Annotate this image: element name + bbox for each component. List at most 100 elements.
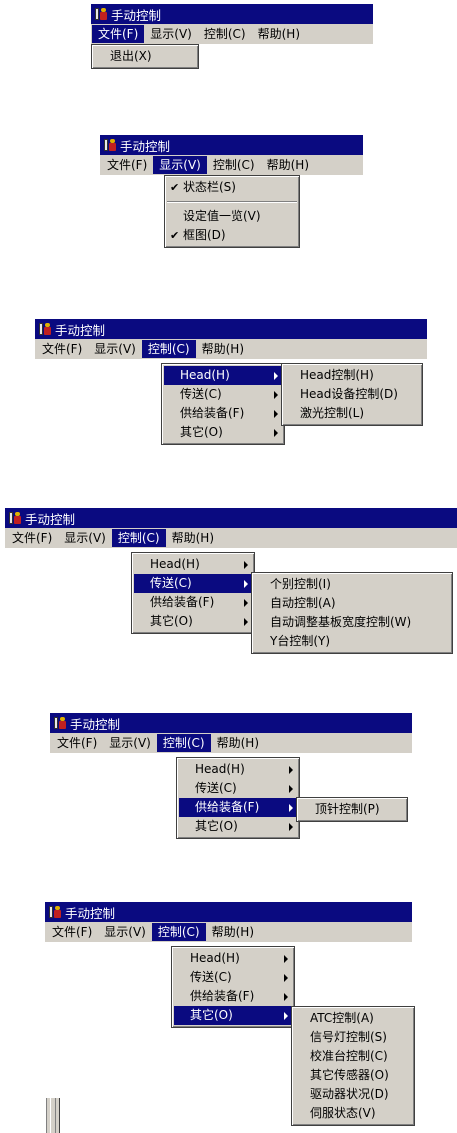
menu-item-label: 其它(O)	[195, 819, 238, 833]
menu-item-y-table-control[interactable]: Y台控制(Y)	[270, 634, 331, 648]
check-icon: ✔	[170, 229, 180, 242]
menu-item-signal-light-control[interactable]: 信号灯控制(S)	[310, 1030, 387, 1044]
menu-item-label: 其它(O)	[190, 1008, 233, 1022]
menu-item-settings-list[interactable]: 设定值一览(V)	[183, 209, 261, 223]
menu-file[interactable]: 文件(F)	[52, 925, 93, 939]
menu-bar: 文件(F) 显示(V) 控制(C) 帮助(H)	[91, 24, 373, 44]
menu-file[interactable]: 文件(F)	[12, 531, 53, 545]
menu-control[interactable]: 控制(C)	[203, 27, 246, 41]
menu-item-atc-control[interactable]: ATC控制(A)	[310, 1011, 374, 1025]
menu-item-label: 框图(D)	[183, 228, 226, 242]
feeder-submenu: 顶针控制(P)	[296, 797, 408, 822]
menu-item-head[interactable]: Head(H)	[179, 760, 297, 779]
menu-view[interactable]: 显示(V)	[153, 156, 207, 174]
menu-item-auto-control[interactable]: 自动控制(A)	[270, 596, 336, 610]
menu-help[interactable]: 帮助(H)	[201, 342, 244, 356]
menu-item-feeder[interactable]: 供给装备(F)	[164, 404, 282, 423]
menu-item-transfer[interactable]: 传送(C)	[179, 779, 297, 798]
title-bar: 手动控制	[91, 4, 373, 24]
menu-view[interactable]: 显示(V)	[109, 736, 151, 750]
menu-view[interactable]: 显示(V)	[104, 925, 146, 939]
menu-item-label: 传送(C)	[180, 387, 222, 401]
menu-item-head-device-control[interactable]: Head设备控制(D)	[300, 387, 398, 401]
menu-item-feeder[interactable]: 供给装备(F)	[134, 593, 252, 612]
panel-control-feeder: 手动控制 文件(F) 显示(V) 控制(C) 帮助(H) Head(H) 传送(…	[50, 713, 412, 839]
menu-item-calibration-control[interactable]: 校准台控制(C)	[310, 1049, 388, 1063]
menu-view[interactable]: 显示(V)	[94, 342, 136, 356]
menu-item-status-bar[interactable]: ✔ 状态栏(S)	[167, 178, 297, 197]
menu-item-auto-width-control[interactable]: 自动调整基板宽度控制(W)	[270, 615, 412, 629]
menu-item-transfer[interactable]: 传送(C)	[174, 968, 292, 987]
menu-item-label: 传送(C)	[195, 781, 237, 795]
menu-view[interactable]: 显示(V)	[150, 27, 192, 41]
menu-item-label: 状态栏(S)	[183, 180, 236, 194]
control-dropdown: Head(H) 传送(C) 供给装备(F) 其它(O)	[131, 552, 255, 634]
menu-item-label: 传送(C)	[150, 576, 192, 590]
menu-file[interactable]: 文件(F)	[42, 342, 83, 356]
submenu-arrow-icon	[289, 766, 293, 774]
menu-separator	[167, 201, 297, 203]
app-icon	[103, 138, 117, 152]
menu-item-label: Head(H)	[150, 557, 200, 571]
menu-item-other-sensor[interactable]: 其它传感器(O)	[310, 1068, 389, 1082]
menu-item-driver-status[interactable]: 驱动器状况(D)	[310, 1087, 389, 1101]
menu-item-transfer[interactable]: 传送(C)	[134, 574, 252, 593]
control-dropdown: Head(H) 传送(C) 供给装备(F) 其它(O)	[171, 946, 295, 1028]
menu-item-other[interactable]: 其它(O)	[164, 423, 282, 442]
window-frame-fragment	[46, 1098, 60, 1133]
submenu-arrow-icon	[274, 410, 278, 418]
menu-item-exit[interactable]: 退出(X)	[110, 49, 152, 63]
menu-item-other[interactable]: 其它(O)	[134, 612, 252, 631]
menu-control[interactable]: 控制(C)	[141, 340, 196, 358]
submenu-arrow-icon	[244, 618, 248, 626]
menu-item-other[interactable]: 其它(O)	[174, 1006, 292, 1025]
menu-item-label: Head(H)	[195, 762, 245, 776]
menu-control[interactable]: 控制(C)	[111, 529, 166, 547]
title-bar: 手动控制	[100, 135, 363, 155]
menu-item-label: 供给装备(F)	[190, 989, 255, 1003]
menu-item-other[interactable]: 其它(O)	[179, 817, 297, 836]
menu-item-label: Head(H)	[180, 368, 230, 382]
app-icon	[38, 322, 52, 336]
menu-control[interactable]: 控制(C)	[212, 158, 255, 172]
menu-help[interactable]: 帮助(H)	[266, 158, 309, 172]
app-icon	[8, 511, 22, 525]
menu-help[interactable]: 帮助(H)	[211, 925, 254, 939]
menu-control[interactable]: 控制(C)	[151, 923, 206, 941]
menu-item-individual-control[interactable]: 个别控制(I)	[270, 577, 331, 591]
menu-item-head[interactable]: Head(H)	[174, 949, 292, 968]
menu-file[interactable]: 文件(F)	[57, 736, 98, 750]
menu-bar: 文件(F) 显示(V) 控制(C) 帮助(H)	[5, 528, 457, 548]
menu-item-head-control[interactable]: Head控制(H)	[300, 368, 374, 382]
menu-file[interactable]: 文件(F)	[92, 25, 145, 43]
window-title: 手动控制	[25, 511, 76, 527]
menu-item-transfer[interactable]: 传送(C)	[164, 385, 282, 404]
menu-item-head[interactable]: Head(H)	[164, 366, 282, 385]
control-dropdown: Head(H) 传送(C) 供给装备(F) 其它(O)	[161, 363, 285, 445]
menu-help[interactable]: 帮助(H)	[257, 27, 300, 41]
submenu-arrow-icon	[274, 372, 278, 380]
panel-file-menu: 手动控制 文件(F) 显示(V) 控制(C) 帮助(H) 退出(X)	[91, 4, 373, 69]
title-bar: 手动控制	[35, 319, 427, 339]
menu-help[interactable]: 帮助(H)	[171, 531, 214, 545]
menu-item-servo-status[interactable]: 伺服状态(V)	[310, 1106, 376, 1120]
window-title: 手动控制	[111, 7, 162, 23]
menu-item-laser-control[interactable]: 激光控制(L)	[300, 406, 365, 420]
menu-item-ejector-pin-control[interactable]: 顶针控制(P)	[315, 802, 380, 816]
title-bar: 手动控制	[5, 508, 457, 528]
head-submenu: Head控制(H) Head设备控制(D) 激光控制(L)	[281, 363, 423, 426]
menu-file[interactable]: 文件(F)	[107, 158, 148, 172]
menu-item-frame-view[interactable]: ✔ 框图(D)	[167, 226, 297, 245]
submenu-arrow-icon	[284, 974, 288, 982]
menu-control[interactable]: 控制(C)	[156, 734, 211, 752]
menu-item-feeder[interactable]: 供给装备(F)	[179, 798, 297, 817]
title-bar: 手动控制	[45, 902, 412, 922]
menu-item-head[interactable]: Head(H)	[134, 555, 252, 574]
menu-item-label: 其它(O)	[150, 614, 193, 628]
submenu-arrow-icon	[244, 561, 248, 569]
menu-view[interactable]: 显示(V)	[64, 531, 106, 545]
panel-control-other: 手动控制 文件(F) 显示(V) 控制(C) 帮助(H) Head(H) 传送(…	[45, 902, 415, 1126]
menu-item-feeder[interactable]: 供给装备(F)	[174, 987, 292, 1006]
menu-help[interactable]: 帮助(H)	[216, 736, 259, 750]
menu-item-label: 供给装备(F)	[150, 595, 215, 609]
